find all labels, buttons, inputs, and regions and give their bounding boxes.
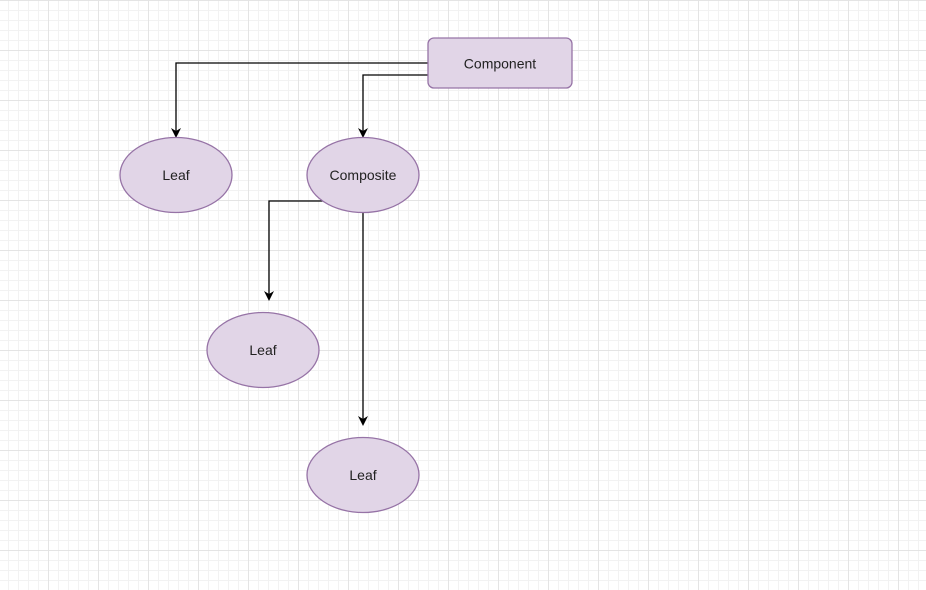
edge-component-to-composite[interactable] [358, 74, 428, 138]
component-node[interactable]: Component [427, 37, 573, 89]
leaf-node-bottom-shape [306, 436, 420, 514]
composite-node-shape [306, 136, 420, 214]
edge-composite-to-leaf[interactable] [264, 200, 324, 301]
leaf-node-middle[interactable]: Leaf [206, 311, 320, 389]
composite-node-label: Composite [330, 167, 397, 183]
leaf-node-bottom[interactable]: Leaf [306, 436, 420, 514]
leaf-node-bottom-label: Leaf [349, 467, 376, 483]
component-node-label: Component [464, 56, 536, 72]
leaf-node-left-shape [119, 136, 233, 214]
composite-node[interactable]: Composite [306, 136, 420, 214]
leaf-node-left[interactable]: Leaf [119, 136, 233, 214]
leaf-node-left-label: Leaf [162, 167, 189, 183]
edge-component-to-leaf[interactable] [171, 62, 428, 138]
leaf-node-middle-shape [206, 311, 320, 389]
leaf-node-middle-label: Leaf [249, 342, 276, 358]
component-node-shape [427, 37, 573, 89]
